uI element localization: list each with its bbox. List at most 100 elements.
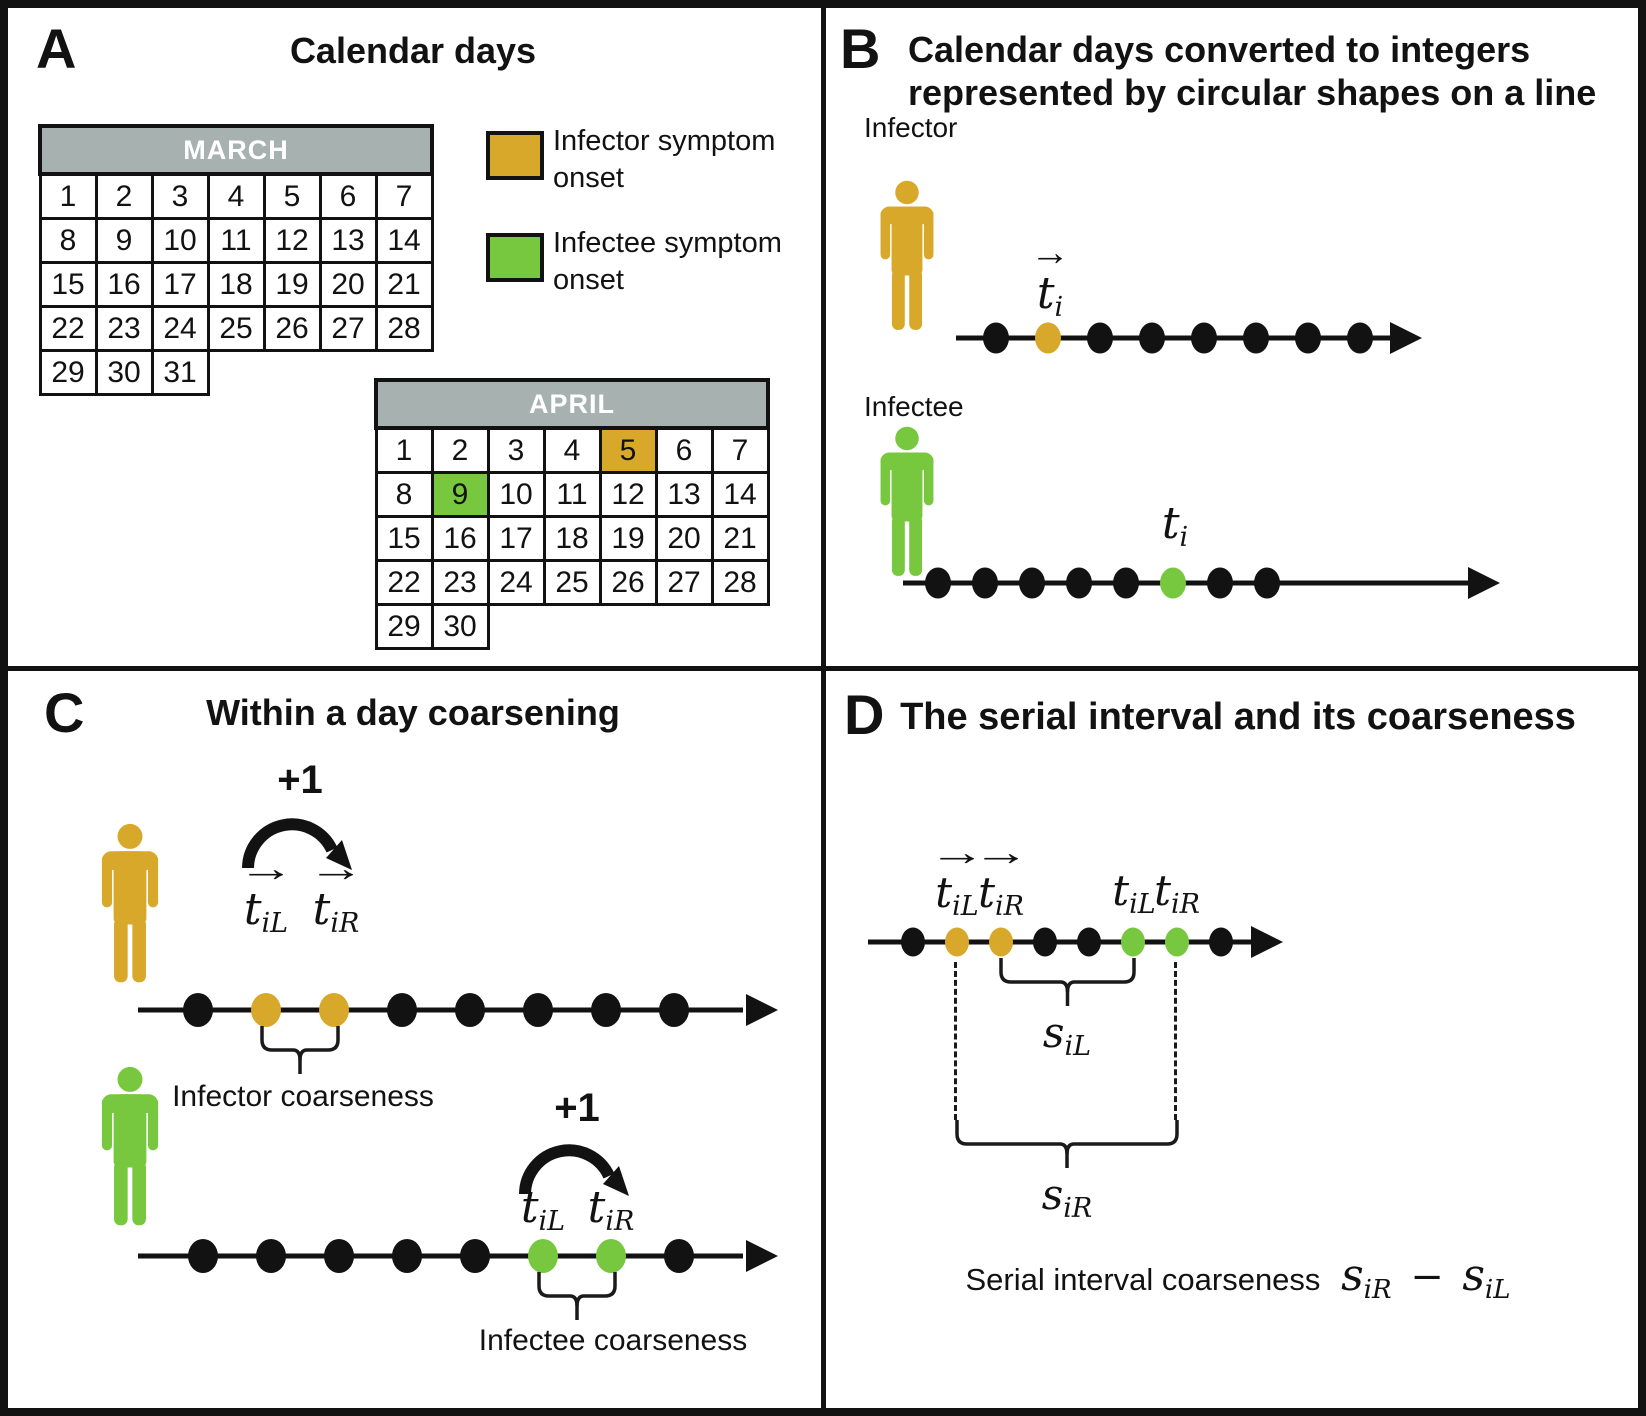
calendar-month-header: MARCH [38, 124, 434, 176]
calendar-day: 25 [542, 559, 602, 606]
calendar-day: 12 [598, 471, 658, 518]
calendar-day: 24 [150, 305, 210, 352]
sir-label: siR [1041, 1170, 1093, 1224]
panel-b-letter: B [840, 17, 882, 80]
calendar-day: 5 [598, 426, 658, 474]
sil-bracket [999, 958, 1136, 1006]
ti-vector-label: → ti [1020, 232, 1080, 323]
calendar-day: 25 [206, 305, 266, 352]
calendar-day: 23 [430, 559, 490, 606]
tir-vector-label: → tiR [966, 834, 1036, 922]
infectee-label: Infectee [864, 391, 964, 422]
infector-coarseness-label: Infector coarseness [172, 1080, 434, 1113]
panel-c-title: Within a day coarsening [206, 692, 620, 733]
calendar-day: 14 [374, 217, 434, 264]
calendar-empty-cell [712, 605, 768, 649]
calendar-day: 3 [150, 172, 210, 220]
infectee-timeline [138, 1239, 778, 1273]
calendar-day: 6 [654, 426, 714, 474]
calendar-empty-cell [488, 605, 544, 649]
infectee-timeline [903, 567, 1500, 599]
calendar-day: 7 [374, 172, 434, 220]
calendar-day: 29 [38, 349, 98, 396]
calendar-day: 12 [262, 217, 322, 264]
calendar-day: 11 [542, 471, 602, 518]
til-plain-label: tiL [520, 1182, 566, 1237]
calendar-day: 27 [654, 559, 714, 606]
calendar-day: 9 [430, 471, 490, 518]
calendar-day: 6 [318, 172, 378, 220]
til-vector-label: → tiL [231, 850, 301, 939]
calendar-day: 20 [654, 515, 714, 562]
infector-timeline [956, 322, 1422, 354]
calendar-day: 17 [150, 261, 210, 308]
tir-plain-label: tiR [1154, 866, 1200, 920]
panel-b-title: Calendar days converted to integers repr… [908, 28, 1628, 114]
calendar-day: 27 [318, 305, 378, 352]
calendar-day: 13 [318, 217, 378, 264]
calendar-day: 24 [486, 559, 546, 606]
legend-infector-swatch [486, 131, 544, 180]
calendar-day: 31 [150, 349, 210, 396]
infector-person-icon [101, 823, 159, 983]
calendar-day: 14 [710, 471, 770, 518]
calendar-day: 21 [710, 515, 770, 562]
panel-b-title-line2: represented by circular shapes on a line [908, 72, 1597, 113]
panel-d-title: The serial interval and its coarseness [900, 696, 1576, 738]
calendar-month-header: APRIL [374, 378, 770, 430]
plus-one-arrow-icon [242, 818, 352, 870]
panel-divider-horizontal [8, 666, 1638, 671]
infectee-person-icon [880, 426, 934, 576]
minus-sign: − [1410, 1254, 1444, 1300]
calendar-day: 29 [374, 603, 434, 650]
calendar-empty-cell [544, 605, 600, 649]
infector-label: Infector [864, 112, 958, 143]
calendar-day: 11 [206, 217, 266, 264]
calendar-day: 1 [374, 426, 434, 474]
calendar-empty-cell [320, 351, 376, 395]
calendar-day: 28 [374, 305, 434, 352]
legend-infectee-label: Infectee symptom onset [553, 227, 782, 296]
calendar-day: 22 [374, 559, 434, 606]
plus-one-label: +1 [277, 758, 323, 802]
calendar-day: 18 [206, 261, 266, 308]
calendar-day: 2 [94, 172, 154, 220]
calendar-day: 23 [94, 305, 154, 352]
calendar-day: 21 [374, 261, 434, 308]
calendar-day: 26 [262, 305, 322, 352]
sir-bracket [955, 1120, 1179, 1168]
panel-divider-vertical [821, 8, 826, 1408]
plus-one-arrow-icon [519, 1144, 629, 1196]
calendar-day: 20 [318, 261, 378, 308]
calendar-empty-cell [264, 351, 320, 395]
calendar-day: 1 [38, 172, 98, 220]
panel-a-letter: A [36, 17, 78, 80]
calendar-day: 19 [262, 261, 322, 308]
calendar-day: 28 [710, 559, 770, 606]
calendar-day: 16 [430, 515, 490, 562]
vector-arrow-icon: → [972, 832, 1030, 874]
vector-arrow-icon: → [1030, 232, 1070, 274]
tir-plain-label: tiR [587, 1182, 635, 1237]
calendar-day: 10 [486, 471, 546, 518]
panel-a-title: Calendar days [289, 30, 537, 71]
legend-infectee-swatch [486, 233, 544, 282]
ti-plain-label: ti [1161, 498, 1189, 553]
calendar-day: 15 [38, 261, 98, 308]
calendar-day: 9 [94, 217, 154, 264]
infector-person-icon [880, 180, 934, 330]
calendar-day: 10 [150, 217, 210, 264]
dashed-line-left [954, 962, 957, 1120]
infector-coarseness-bracket [260, 1026, 340, 1074]
calendar-day: 4 [206, 172, 266, 220]
